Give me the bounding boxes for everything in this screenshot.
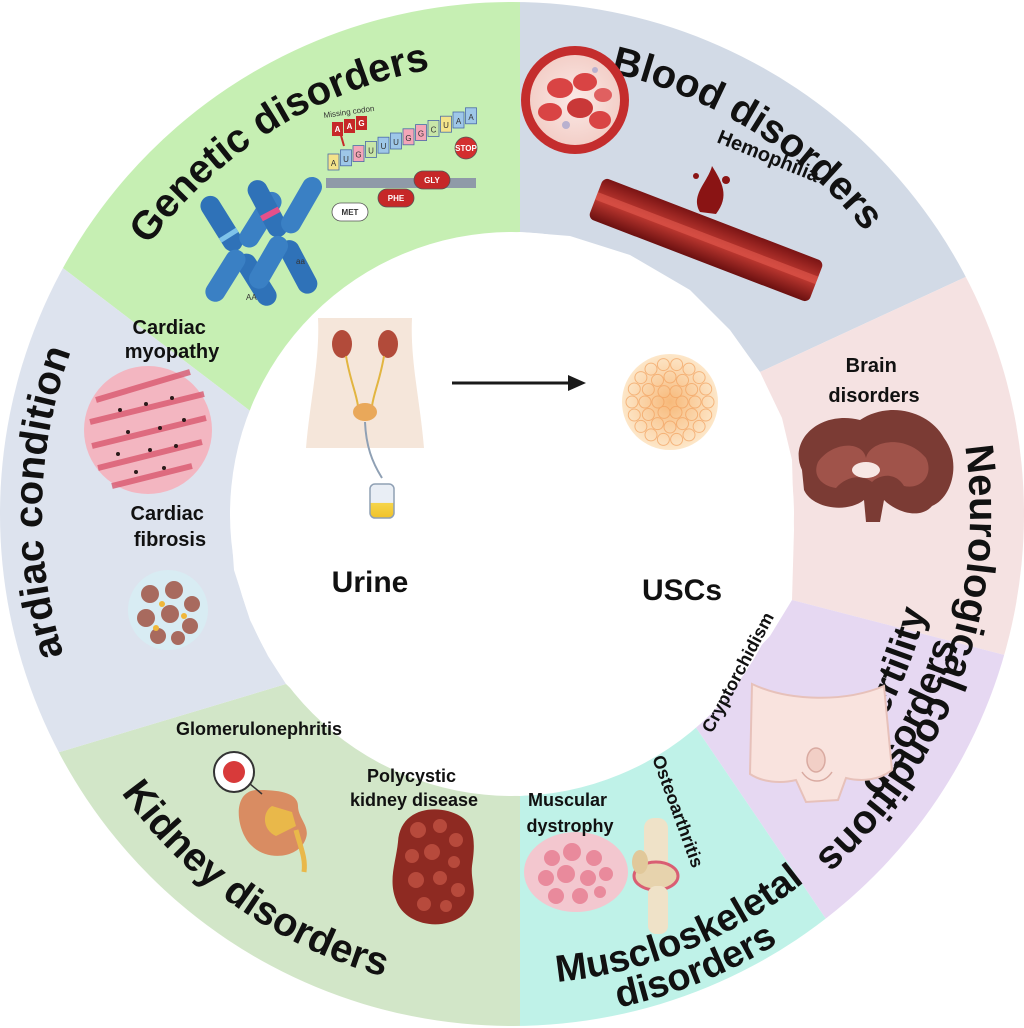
svg-text:aa: aa [296, 257, 305, 266]
svg-text:AA: AA [246, 293, 257, 302]
muscle-tissue-icon [524, 832, 628, 912]
brain-disorders-label: Brain disorders [828, 355, 919, 407]
svg-text:STOP: STOP [455, 144, 477, 153]
amino-acid: PHE [377, 188, 415, 208]
codon-base: U [390, 132, 402, 150]
svg-text:G: G [418, 130, 424, 139]
svg-text:U: U [381, 142, 387, 151]
urinary-system-icon [306, 318, 424, 519]
svg-text:G: G [355, 151, 361, 160]
svg-text:A: A [456, 117, 462, 126]
svg-text:A: A [468, 113, 474, 122]
amino-acid-chain: MET PHE GLY STOP [331, 136, 477, 222]
svg-text:U: U [343, 155, 349, 164]
segment-cardiac [0, 220, 286, 770]
blood-vessel-icon [589, 166, 823, 302]
fibrosis-tissue-icon [128, 570, 208, 650]
cardiac-myopathy-label: Cardiac myopathy [125, 317, 220, 363]
kidney-icon [213, 751, 307, 873]
missing-base: G [358, 119, 364, 128]
blood-cells-icon [521, 46, 629, 154]
codon-base: G [352, 145, 365, 163]
svg-text:PHE: PHE [388, 194, 405, 203]
svg-text:U: U [443, 121, 449, 130]
uscs-label: USCs [642, 574, 722, 607]
codon-base: U [340, 149, 352, 167]
polycystic-kidney-icon [392, 809, 474, 925]
chromosome-icon: AA aa [200, 176, 322, 306]
missing-base: A [347, 122, 353, 131]
codon-base: U [440, 115, 452, 133]
brain-section-icon [798, 409, 954, 522]
knee-joint-icon [632, 818, 680, 934]
missing-base: A [335, 125, 341, 134]
polycystic-label: Polycystic kidney disease [350, 766, 478, 810]
usc-cluster-icon [622, 354, 718, 450]
codon-base: A [452, 111, 465, 129]
svg-text:U: U [368, 146, 374, 155]
cardiac-fibrosis-label: Cardiac fibrosis [131, 503, 210, 551]
svg-text:U: U [393, 138, 399, 147]
amino-acid: GLY [413, 170, 451, 190]
codon-base: A [327, 153, 340, 171]
codon-base: A [465, 107, 477, 125]
svg-text:C: C [431, 125, 437, 134]
process-arrow [452, 375, 586, 391]
pelvis-icon [748, 682, 894, 804]
svg-text:MET: MET [342, 208, 359, 217]
svg-text:GLY: GLY [424, 176, 440, 185]
codon-base: G [415, 124, 427, 141]
codon-base: U [365, 140, 377, 158]
svg-text:G: G [405, 134, 411, 143]
codon-base: U [377, 136, 390, 154]
svg-text:A: A [331, 159, 337, 168]
amino-acid: MET [331, 202, 369, 222]
urine-label: Urine [332, 566, 409, 599]
codon-base: G [402, 128, 415, 146]
muscular-dystrophy-label: Muscular dystrophy [526, 790, 613, 836]
myocardium-tissue-icon [84, 366, 212, 494]
amino-acid: STOP [454, 136, 477, 160]
codon-base: C [427, 120, 440, 137]
glomerulonephritis-label: Glomerulonephritis [176, 719, 342, 739]
